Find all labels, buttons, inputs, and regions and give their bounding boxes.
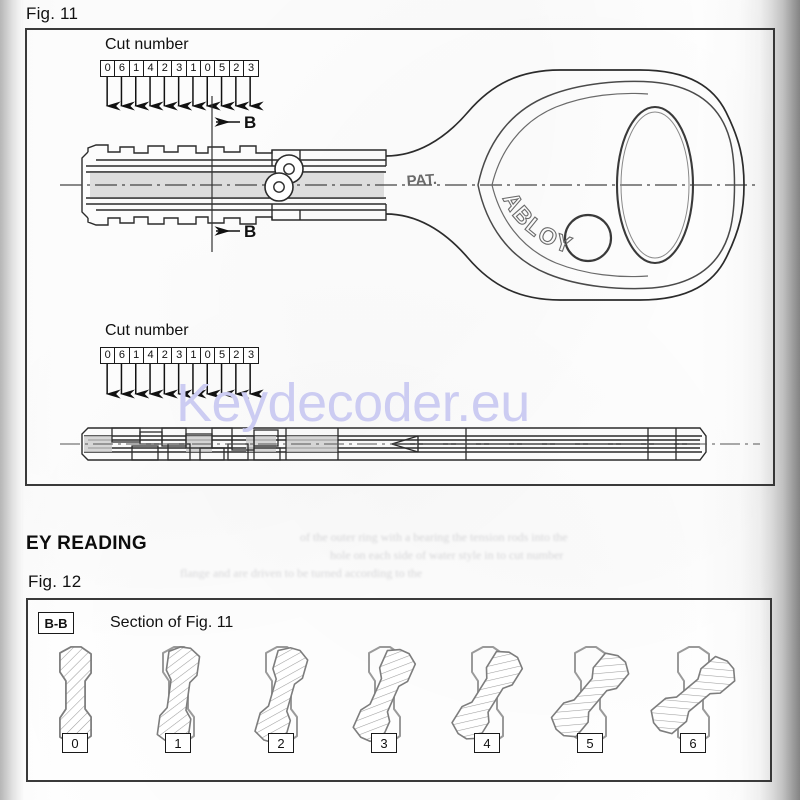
fig11-frame (25, 28, 775, 486)
cut-number-cell: 3 (248, 349, 255, 361)
cut-number-cell: 0 (101, 348, 116, 363)
cut-number-title-bottom: Cut number (105, 322, 189, 339)
fig12-label: Fig. 12 (28, 572, 82, 591)
section-number-box: 1 (165, 733, 191, 753)
section-label-b-bottom: B (244, 222, 257, 241)
section-number-box: 0 (62, 733, 88, 753)
ghost-bleed-text-3: flange and are driven to be turned accor… (180, 566, 423, 580)
cut-number-cell: 1 (130, 61, 144, 76)
cut-number-cell: 2 (230, 61, 244, 76)
section-tag-bb: B-B (38, 612, 74, 634)
cut-number-cell: 6 (115, 348, 130, 363)
cut-number-cell: 2 (230, 348, 244, 363)
ghost-bleed-text: of the outer ring with a bearing the ten… (300, 530, 568, 544)
cut-number-cell: 0 (201, 348, 216, 363)
cut-number-cell: 5 (215, 61, 230, 76)
section-number-box: 4 (474, 733, 500, 753)
cut-number-title-top: Cut number (105, 36, 189, 53)
cut-number-cell: 1 (187, 61, 202, 76)
cut-number-cell: 0 (101, 61, 116, 76)
key-reading-heading: EY READING (26, 533, 147, 554)
cut-number-cell: 3 (172, 348, 187, 363)
cut-number-cell: 2 (158, 348, 173, 363)
cut-number-cell: 1 (130, 348, 144, 363)
cut-number-cell: 1 (187, 348, 202, 363)
section-label-b-top: B (244, 113, 257, 132)
ghost-bleed-text-2: hole on each side of water style in to c… (330, 548, 564, 562)
fig11-label: Fig. 11 (26, 4, 79, 23)
cut-number-cell: 3 (172, 61, 187, 76)
section-number-box: 2 (268, 733, 294, 753)
cut-number-cell: 4 (144, 61, 159, 76)
fig12-caption: Section of Fig. 11 (110, 614, 234, 631)
cut-number-cell: 6 (115, 61, 130, 76)
section-number-box: 6 (680, 733, 706, 753)
section-number-box: 5 (577, 733, 603, 753)
cut-number-cell: 5 (215, 348, 230, 363)
cut-number-cell: 4 (144, 348, 159, 363)
cut-number-cell: 2 (158, 61, 173, 76)
cut-number-cell: 3 (248, 62, 255, 74)
page-edge-shadow-left (0, 0, 24, 800)
section-number-box: 3 (371, 733, 397, 753)
cut-number-cell: 0 (201, 61, 216, 76)
